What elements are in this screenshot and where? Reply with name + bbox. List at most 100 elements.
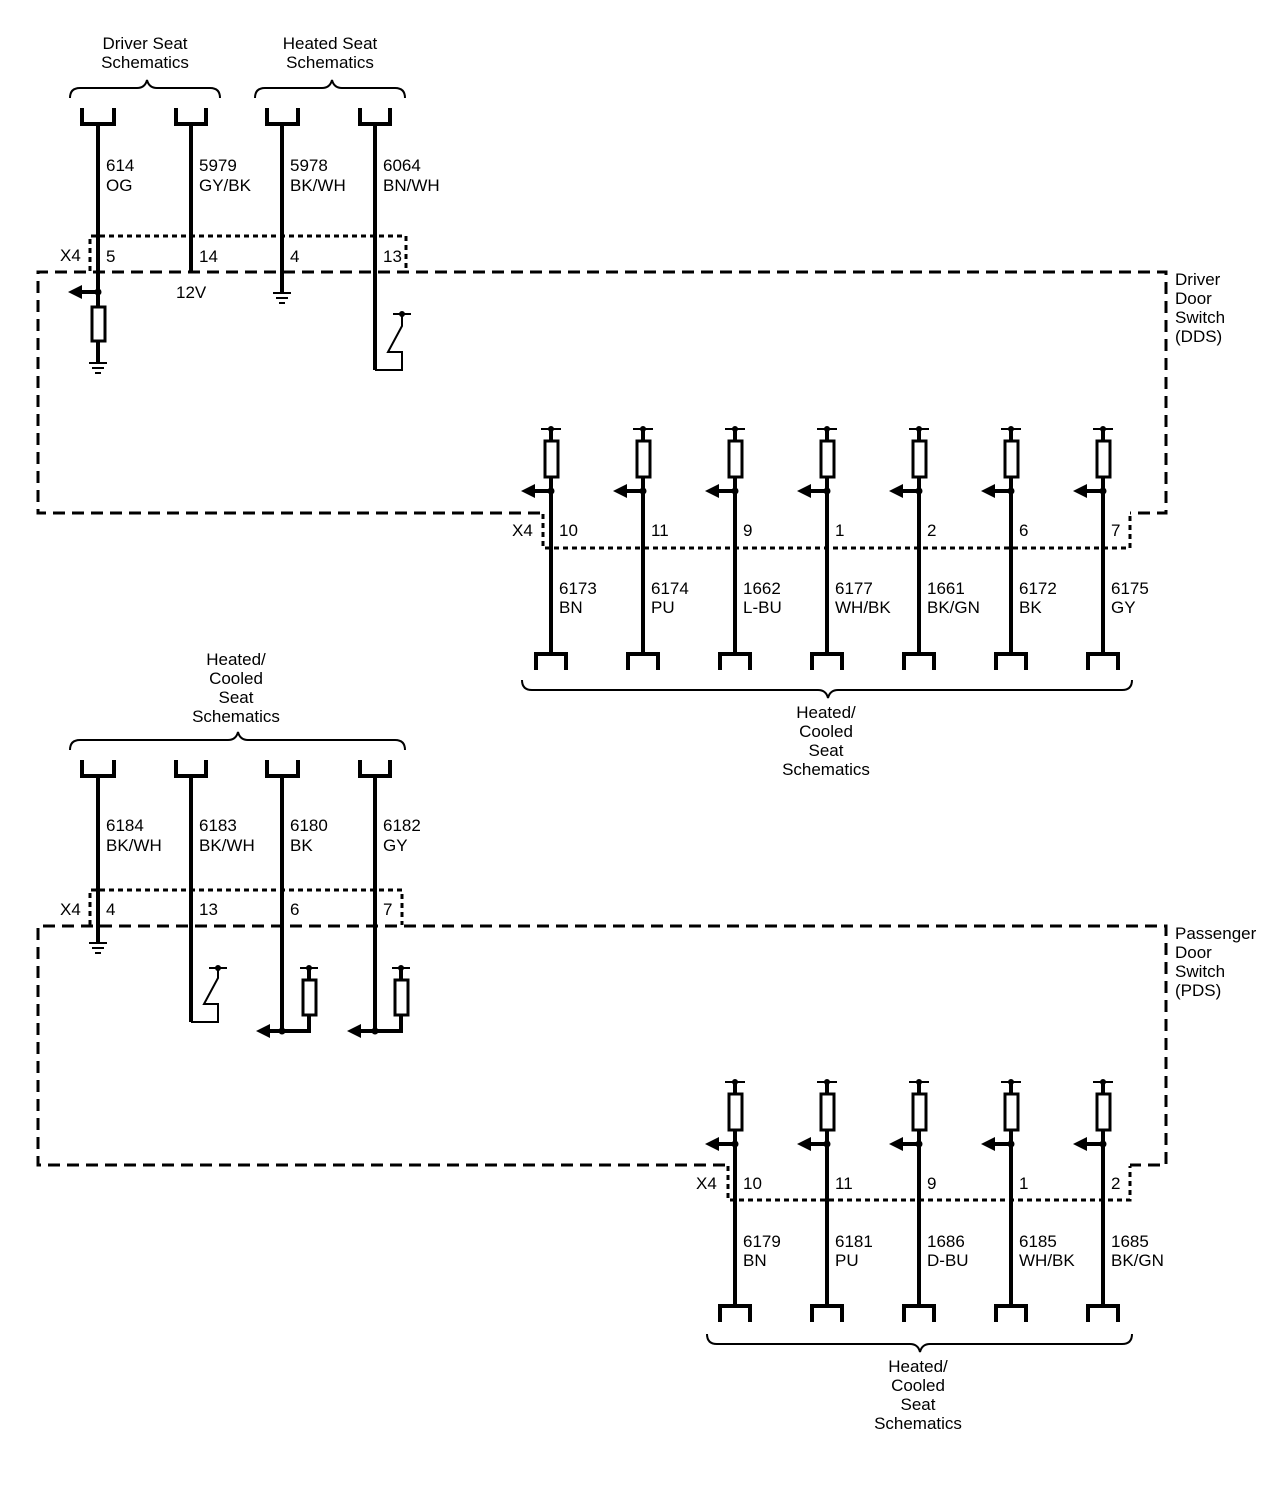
group-label-line: Heated/ [206, 650, 266, 669]
group-label-line: Cooled [891, 1376, 945, 1395]
dds-label-line: Driver [1175, 270, 1221, 289]
wire-6183: 6183 BK/WH 13 [174, 760, 255, 1023]
wire-6172: 6 6172 BK [981, 426, 1057, 670]
junction-dot [399, 311, 405, 317]
group-label-driver-seat: Driver Seat Schematics [101, 34, 189, 72]
group-label-line: Seat [809, 741, 844, 760]
group-label-line: Schematics [101, 53, 189, 72]
connector-terminal [534, 652, 568, 670]
wire-6181: 11 6181 PU [797, 1079, 873, 1322]
pds-label-line: Door [1175, 943, 1212, 962]
junction-dot [915, 1140, 923, 1148]
pin-number: 10 [559, 521, 578, 540]
connector-terminal [994, 1304, 1028, 1322]
arrow-icon [68, 285, 82, 299]
group-label-line: Heated/ [796, 703, 856, 722]
wire-color: BK/WH [106, 836, 162, 855]
arrow-icon [705, 1137, 719, 1151]
wire-6173: 10 6173 BN [521, 426, 597, 670]
arrow-icon [889, 484, 903, 498]
resistor-icon [393, 978, 410, 1017]
wire-color: OG [106, 176, 132, 195]
group-label-line: Heated Seat [283, 34, 378, 53]
pds-module-box [36, 924, 1168, 1167]
junction-dot [215, 965, 221, 971]
pin-number: 2 [927, 521, 936, 540]
pin-number: 13 [199, 900, 218, 919]
connector-x4-pds-bottom: X4 [696, 1166, 1132, 1202]
resistor-icon [301, 978, 318, 1017]
group-label-line: Driver Seat [102, 34, 187, 53]
circuit-number: 1686 [927, 1232, 965, 1251]
circuit-number: 1661 [927, 579, 965, 598]
resistor-icon [90, 305, 107, 343]
pin-number: 1 [835, 521, 844, 540]
pin-number: 7 [1111, 521, 1120, 540]
arrow-icon [256, 1024, 270, 1038]
connector-x4-pds-top: X4 [60, 888, 404, 925]
arrow-icon [889, 1137, 903, 1151]
wire-6064: 6064 BN/WH 13 [358, 108, 440, 371]
connector-terminal [1086, 652, 1120, 670]
group-label-line: Seat [219, 688, 254, 707]
ground-icon [273, 292, 291, 304]
pin-number: 6 [1019, 521, 1028, 540]
wire-6175: 7 6175 GY [1073, 426, 1149, 670]
circuit-number: 6182 [383, 816, 421, 835]
wire-color: BN [559, 598, 583, 617]
connector-terminal [810, 1304, 844, 1322]
connector-terminal [358, 760, 392, 778]
resistor-icon [911, 439, 928, 479]
dds-label-line: Switch [1175, 308, 1225, 327]
junction-dot [306, 965, 312, 971]
arrow-icon [347, 1024, 361, 1038]
resistor-icon [911, 1092, 928, 1132]
pds-module-label: Passenger Door Switch (PDS) [1175, 924, 1257, 1000]
wire-6174: 11 6174 PU [613, 426, 689, 670]
junction-dot [94, 288, 102, 296]
junction-dot [639, 487, 647, 495]
wire-1662: 9 1662 L-BU [705, 426, 782, 670]
resistor-icon [635, 439, 652, 479]
arrow-icon [797, 1137, 811, 1151]
circuit-number: 6172 [1019, 579, 1057, 598]
resistor-icon [819, 1092, 836, 1132]
circuit-number: 6184 [106, 816, 144, 835]
wire-color: WH/BK [1019, 1251, 1075, 1270]
pin-number: 14 [199, 247, 218, 266]
resistor-icon [819, 439, 836, 479]
wire-color: BK [1019, 598, 1042, 617]
resistor-icon [1095, 439, 1112, 479]
wire-color: BK/GN [927, 598, 980, 617]
pin-number: 11 [651, 521, 669, 540]
pin-number: 7 [383, 900, 392, 919]
wire-color: WH/BK [835, 598, 891, 617]
wire-1686: 9 1686 D-BU [889, 1079, 969, 1322]
group-label-line: Schematics [286, 53, 374, 72]
circuit-number: 6175 [1111, 579, 1149, 598]
wire-color: PU [835, 1251, 859, 1270]
connector-terminal [1086, 1304, 1120, 1322]
circuit-number: 5979 [199, 156, 237, 175]
group-label-line: Seat [901, 1395, 936, 1414]
wire-color: BK/GN [1111, 1251, 1164, 1270]
group-label-section4: Heated/ Cooled Seat Schematics [874, 1357, 962, 1433]
circuit-number: 6180 [290, 816, 328, 835]
brace-section2 [521, 679, 1133, 699]
junction-dot [278, 1027, 286, 1035]
resistor-icon [727, 1092, 744, 1132]
pin-number: 9 [927, 1174, 936, 1193]
circuit-number: 6183 [199, 816, 237, 835]
wire-color: BN/WH [383, 176, 440, 195]
arrow-icon [1073, 1137, 1087, 1151]
connector-terminal [358, 108, 392, 126]
connector-terminal [80, 760, 116, 778]
connector-label: X4 [60, 900, 81, 919]
wire-6179: 10 6179 BN [705, 1079, 781, 1322]
wire-1661: 2 1661 BK/GN [889, 426, 980, 670]
brace-section3 [69, 731, 406, 751]
wire-color: BK/WH [199, 836, 255, 855]
arrow-icon [1073, 484, 1087, 498]
junction-dot [371, 1027, 379, 1035]
junction-dot [823, 1140, 831, 1148]
